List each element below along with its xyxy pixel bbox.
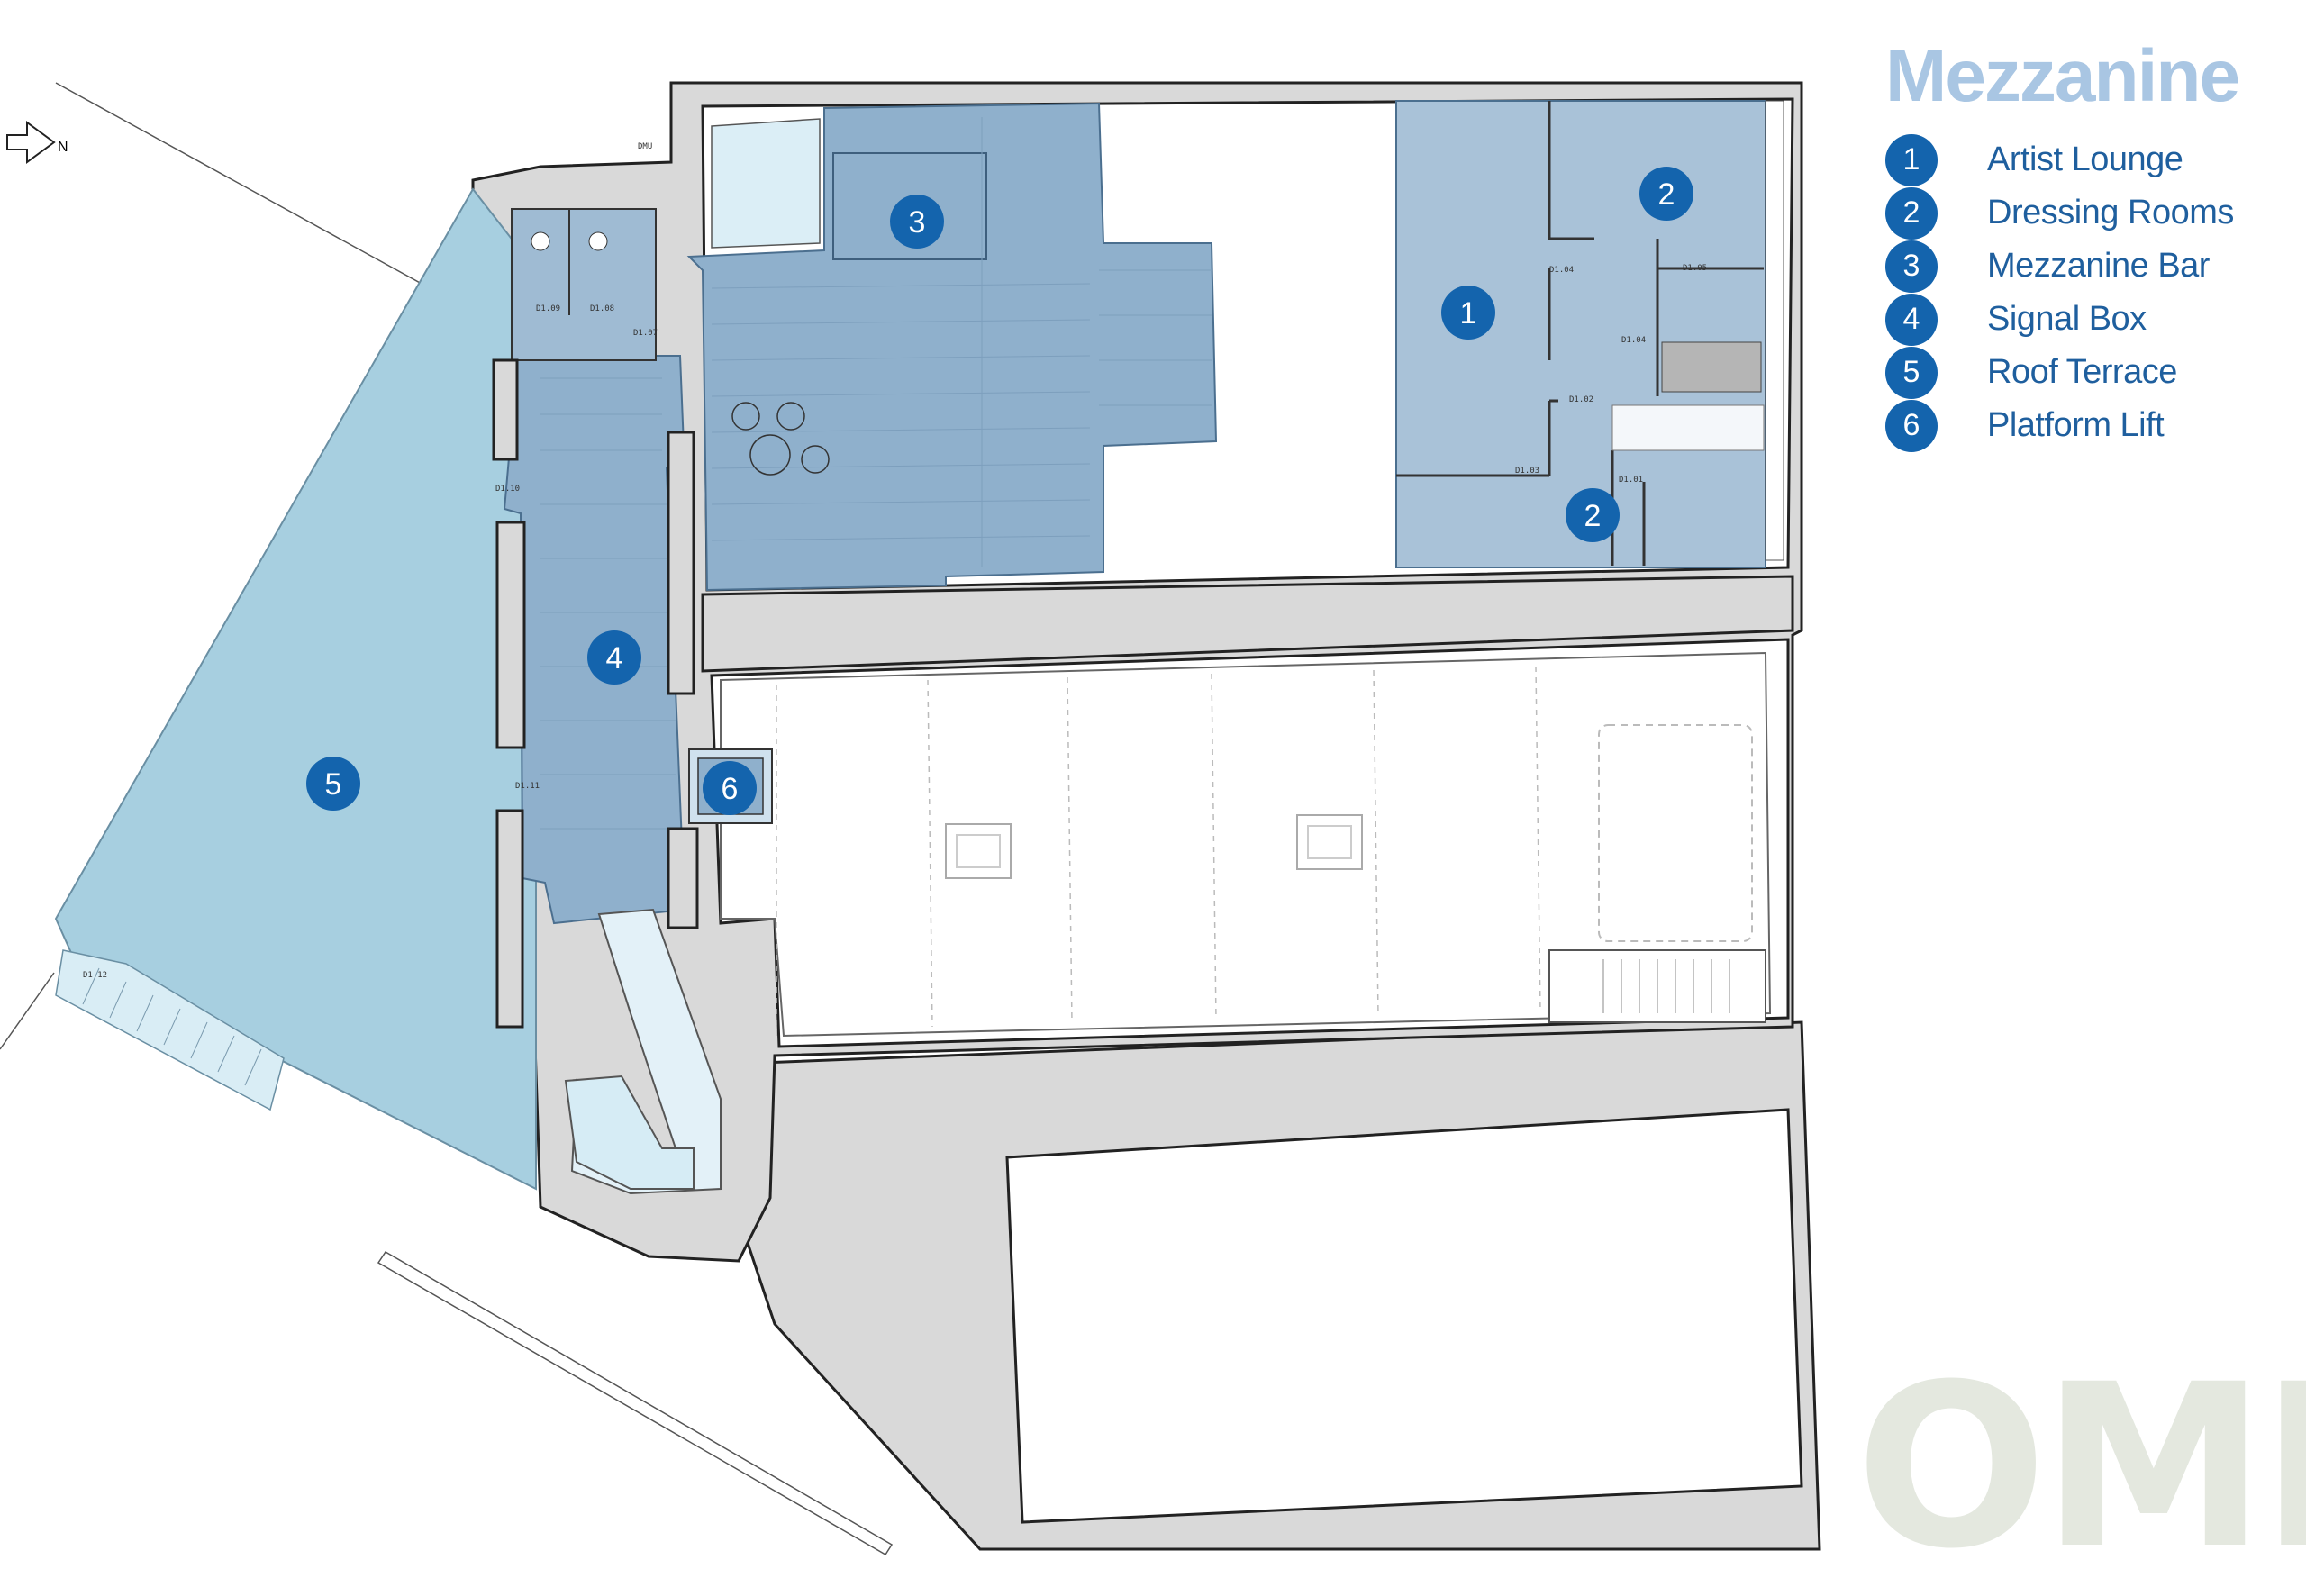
legend-label: Dressing Rooms xyxy=(1987,194,2234,231)
door-code: DMU xyxy=(638,142,652,151)
mezzanine-bar-area xyxy=(686,102,1218,592)
legend-label: Signal Box xyxy=(1987,300,2147,338)
legend-label: Artist Lounge xyxy=(1987,141,2183,178)
legend-label: Mezzanine Bar xyxy=(1987,247,2210,285)
legend-number-badge: 5 xyxy=(1885,346,1938,399)
legend-item: 6 Platform Lift xyxy=(1885,399,2234,452)
main-hall xyxy=(720,651,1772,1038)
legend-number-badge: 3 xyxy=(1885,240,1938,293)
omeara-logo: OMEARA xyxy=(1856,1336,2306,1596)
legend-item: 1 Artist Lounge xyxy=(1885,133,2234,186)
door-code: D1.10 xyxy=(495,485,520,494)
door-code-labels: D1.09 D1.08 D1.07 D1.10 D1.11 D1.12 D1.0… xyxy=(83,142,1707,980)
marker-signal-box: 4 xyxy=(587,630,641,685)
svg-text:4: 4 xyxy=(606,641,623,676)
lower-structure xyxy=(746,1020,1821,1551)
legend-item: 4 Signal Box xyxy=(1885,293,2234,346)
svg-text:5: 5 xyxy=(325,767,342,802)
marker-dressing-room-lower: 2 xyxy=(1566,488,1620,542)
svg-text:3: 3 xyxy=(909,205,926,240)
page-title: Mezzanine xyxy=(1885,35,2240,117)
corridor-walls xyxy=(492,358,699,1029)
north-label: N xyxy=(58,140,68,155)
door-code: D1.05 xyxy=(1683,264,1707,273)
legend-number-badge: 4 xyxy=(1885,293,1938,346)
legend-number-badge: 6 xyxy=(1885,399,1938,452)
legend: 1 Artist Lounge 2 Dressing Rooms 3 Mezza… xyxy=(1885,133,2234,452)
roof-terrace-area xyxy=(54,187,537,1191)
svg-text:6: 6 xyxy=(722,772,739,806)
marker-dressing-room-upper: 2 xyxy=(1639,167,1693,221)
door-code: D1.03 xyxy=(1515,467,1539,476)
door-code: D1.11 xyxy=(515,782,540,791)
door-code: D1.01 xyxy=(1619,476,1643,485)
north-arrow-icon: N xyxy=(6,121,68,164)
legend-number-badge: 1 xyxy=(1885,133,1938,186)
legend-item: 2 Dressing Rooms xyxy=(1885,186,2234,240)
svg-text:2: 2 xyxy=(1658,177,1675,212)
door-code: D1.04 xyxy=(1621,336,1646,345)
door-code: D1.07 xyxy=(633,329,658,338)
door-code: D1.12 xyxy=(83,971,107,980)
marker-roof-terrace: 5 xyxy=(306,757,360,811)
lower-stair xyxy=(564,908,722,1195)
marker-artist-lounge: 1 xyxy=(1441,286,1495,340)
legend-item: 5 Roof Terrace xyxy=(1885,346,2234,399)
door-code: D1.09 xyxy=(536,304,560,313)
svg-text:2: 2 xyxy=(1584,499,1602,533)
artist-lounge-area xyxy=(1395,100,1784,568)
legend-label: Roof Terrace xyxy=(1987,353,2177,391)
legend-label: Platform Lift xyxy=(1987,406,2165,444)
door-code: D1.08 xyxy=(590,304,614,313)
marker-platform-lift: 6 xyxy=(703,761,757,815)
door-code: D1.04 xyxy=(1549,266,1574,275)
room-markers: 1 2 2 3 4 5 6 xyxy=(306,167,1693,815)
svg-text:1: 1 xyxy=(1460,296,1477,331)
legend-number-badge: 2 xyxy=(1885,186,1938,240)
door-code: D1.02 xyxy=(1569,395,1593,404)
legend-item: 3 Mezzanine Bar xyxy=(1885,240,2234,293)
marker-mezzanine-bar: 3 xyxy=(890,195,944,249)
